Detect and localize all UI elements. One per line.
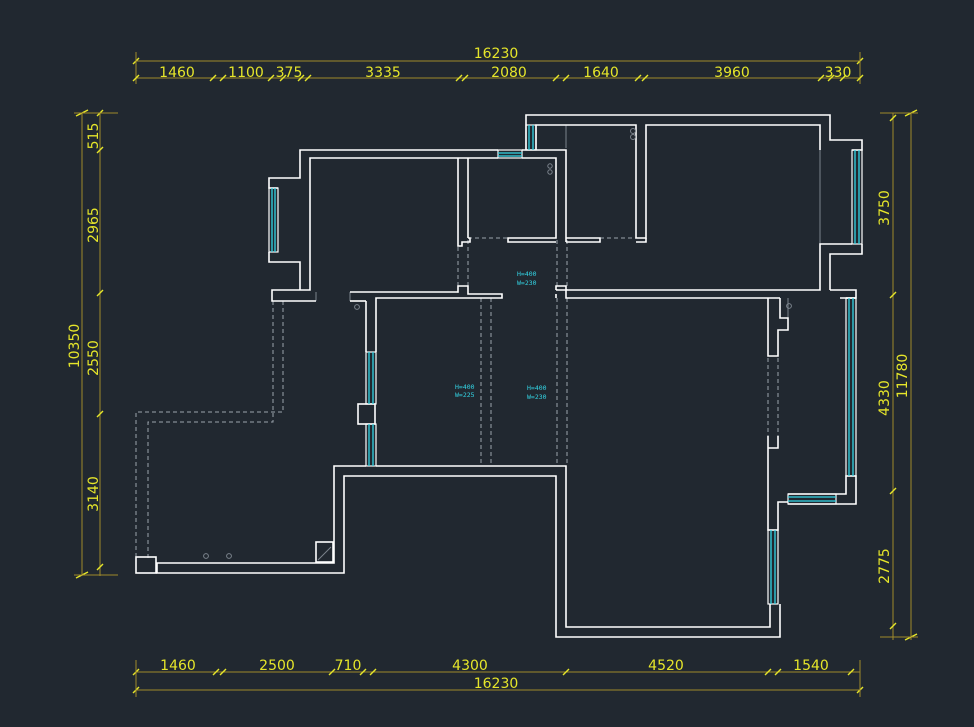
dimension-labels: 16230 1460 1100 375 3335 2080 1640 3960 …	[67, 46, 911, 692]
annotation-height: H=400	[517, 270, 537, 278]
bottom-dimension: 1460	[160, 658, 196, 674]
walls	[135, 114, 863, 638]
windows	[268, 124, 863, 605]
bottom-dimension: 4300	[452, 658, 488, 674]
top-dimension: 375	[276, 65, 303, 81]
top-total-dimension: 16230	[474, 46, 519, 62]
left-dimension: 3140	[86, 476, 102, 512]
left-total-dimension: 10350	[67, 324, 83, 369]
right-dimension: 4330	[877, 380, 893, 416]
drain-fixtures	[203, 128, 792, 559]
left-dimension: 2550	[86, 340, 102, 376]
dimension-lines	[74, 52, 918, 697]
top-dimension: 1460	[159, 65, 195, 81]
annotation-width: W=225	[455, 391, 475, 399]
top-dimension: 330	[825, 65, 852, 81]
bottom-total-dimension: 16230	[474, 676, 519, 692]
right-dimension: 2775	[877, 548, 893, 584]
dashed-lines	[135, 125, 821, 560]
bottom-dimension: 710	[335, 658, 362, 674]
annotation-width: W=230	[517, 279, 537, 287]
annotation-height: H=400	[527, 384, 547, 392]
bottom-dimension: 4520	[648, 658, 684, 674]
top-dimension: 3335	[365, 65, 401, 81]
annotation-width: W=230	[527, 393, 547, 401]
top-dimension: 1640	[583, 65, 619, 81]
top-dimension: 2080	[491, 65, 527, 81]
opening-annotations: H=400 W=230 H=400 W=225 H=400 W=230	[455, 270, 547, 401]
left-dimension: 515	[86, 123, 102, 150]
top-dimension: 1100	[228, 65, 264, 81]
top-dimension: 3960	[714, 65, 750, 81]
right-dimension: 3750	[877, 190, 893, 226]
left-dimension: 2965	[86, 207, 102, 243]
right-total-dimension: 11780	[895, 354, 911, 399]
bottom-dimension: 1540	[793, 658, 829, 674]
annotation-height: H=400	[455, 383, 475, 391]
bottom-dimension: 2500	[259, 658, 295, 674]
